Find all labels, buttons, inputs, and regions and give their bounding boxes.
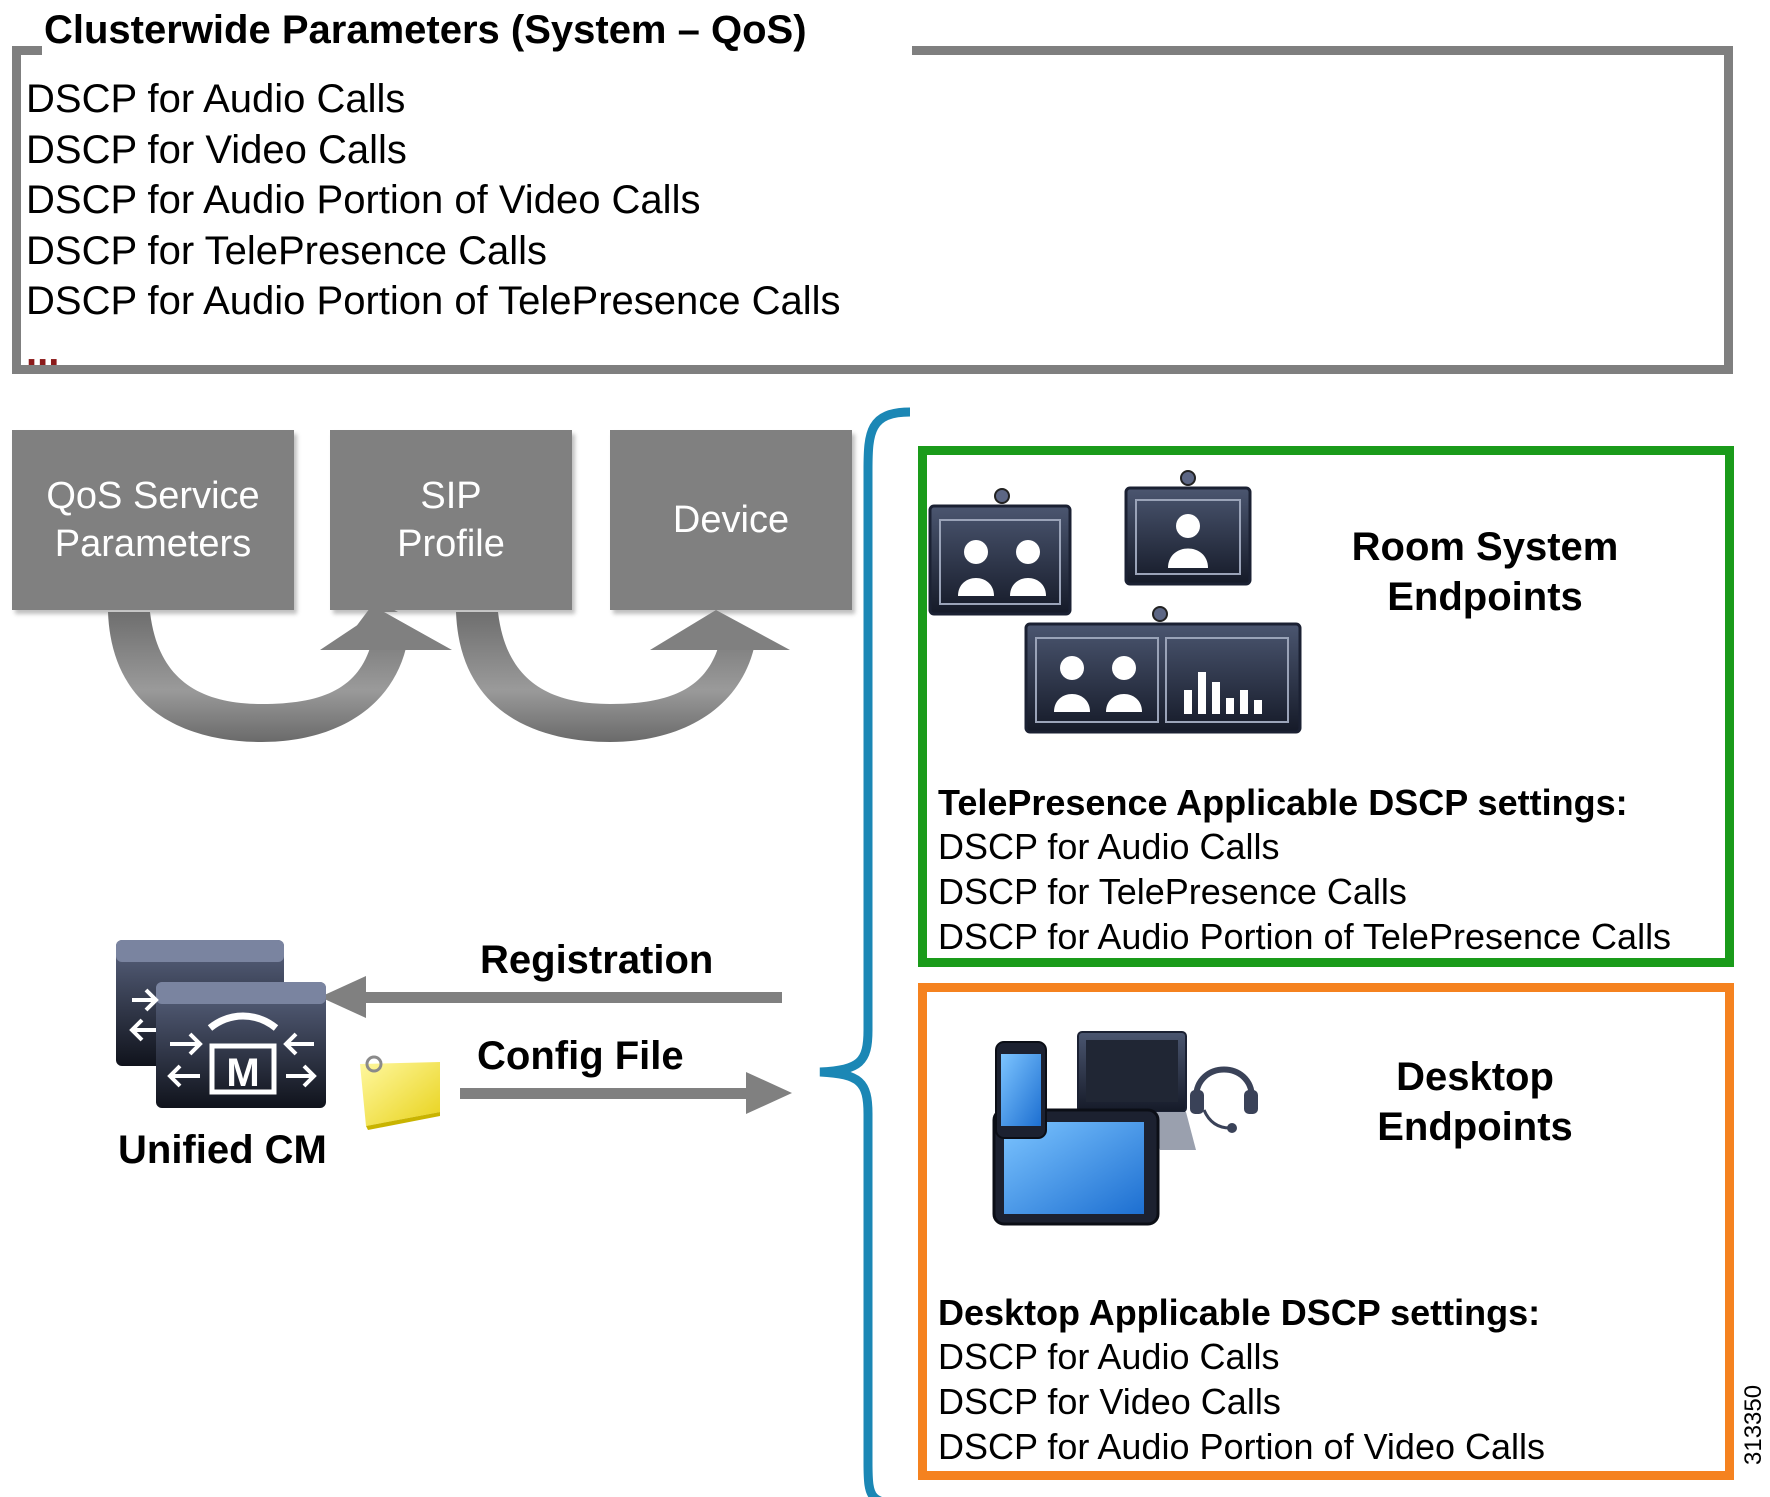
desktop-setting-item: DSCP for Video Calls	[938, 1381, 1281, 1422]
room-system-setting-item: DSCP for Audio Calls	[938, 826, 1280, 867]
room-system-settings-title: TelePresence Applicable DSCP settings:	[938, 782, 1628, 823]
endpoints-brace	[819, 407, 911, 1497]
config-file-label: Config File	[477, 1034, 684, 1078]
clusterwide-item: DSCP for Video Calls	[26, 127, 407, 172]
room-system-panel	[918, 446, 1734, 967]
registration-arrow	[320, 976, 782, 1018]
desktop-devices-icon	[992, 1031, 1258, 1226]
curved-arrow-2	[456, 610, 790, 742]
clusterwide-item: DSCP for Audio Portion of TelePresence C…	[26, 279, 841, 323]
qos-service-parameters-label: QoS Service Parameters	[46, 475, 260, 565]
clusterwide-ellipsis: ...	[26, 330, 60, 374]
registration-label: Registration	[480, 938, 714, 982]
desktop-panel	[918, 983, 1734, 1480]
curved-arrow-1	[108, 600, 452, 742]
device-box: Device	[610, 430, 852, 610]
desktop-setting-item: DSCP for Audio Calls	[938, 1336, 1280, 1377]
room-system-settings-list: DSCP for Audio Calls DSCP for TelePresen…	[938, 824, 1671, 959]
figure-number: 313350	[1740, 1384, 1767, 1465]
unified-cm-icon: M	[116, 940, 326, 1108]
room-system-setting-item: DSCP for Audio Portion of TelePresence C…	[938, 916, 1672, 957]
clusterwide-list: DSCP for Audio Calls DSCP for Video Call…	[26, 74, 841, 327]
clusterwide-item: DSCP for TelePresence Calls	[26, 228, 547, 273]
desktop-settings-title: Desktop Applicable DSCP settings:	[938, 1292, 1541, 1333]
config-file-arrow	[460, 1072, 792, 1114]
clusterwide-box-top-right-edge	[912, 46, 1733, 55]
room-system-heading: Room System Endpoints	[1351, 525, 1619, 619]
sip-profile-box: SIP Profile	[330, 430, 572, 610]
room-system-setting-item: DSCP for TelePresence Calls	[938, 871, 1407, 912]
clusterwide-title: Clusterwide Parameters (System – QoS)	[44, 8, 807, 52]
clusterwide-item: DSCP for Audio Calls	[26, 77, 406, 121]
telepresence-two-person-icon	[928, 488, 1072, 616]
desktop-heading: Desktop Endpoints	[1377, 1055, 1573, 1149]
device-label: Device	[672, 499, 790, 541]
sip-profile-label: SIP Profile	[397, 475, 505, 565]
config-file-icon	[360, 1055, 440, 1130]
svg-text:M: M	[226, 1051, 259, 1095]
desktop-setting-item: DSCP for Audio Portion of Video Calls	[938, 1426, 1546, 1467]
telepresence-dual-screen-icon	[1024, 606, 1302, 734]
qos-service-parameters-box: QoS Service Parameters	[12, 430, 294, 610]
clusterwide-box-top-left-edge	[12, 46, 42, 55]
telepresence-single-person-icon	[1124, 470, 1252, 586]
unified-cm-label: Unified CM	[118, 1128, 327, 1172]
clusterwide-box	[12, 46, 1733, 374]
clusterwide-item: DSCP for Audio Portion of Video Calls	[26, 178, 701, 222]
desktop-settings-list: DSCP for Audio Calls DSCP for Video Call…	[938, 1334, 1545, 1469]
